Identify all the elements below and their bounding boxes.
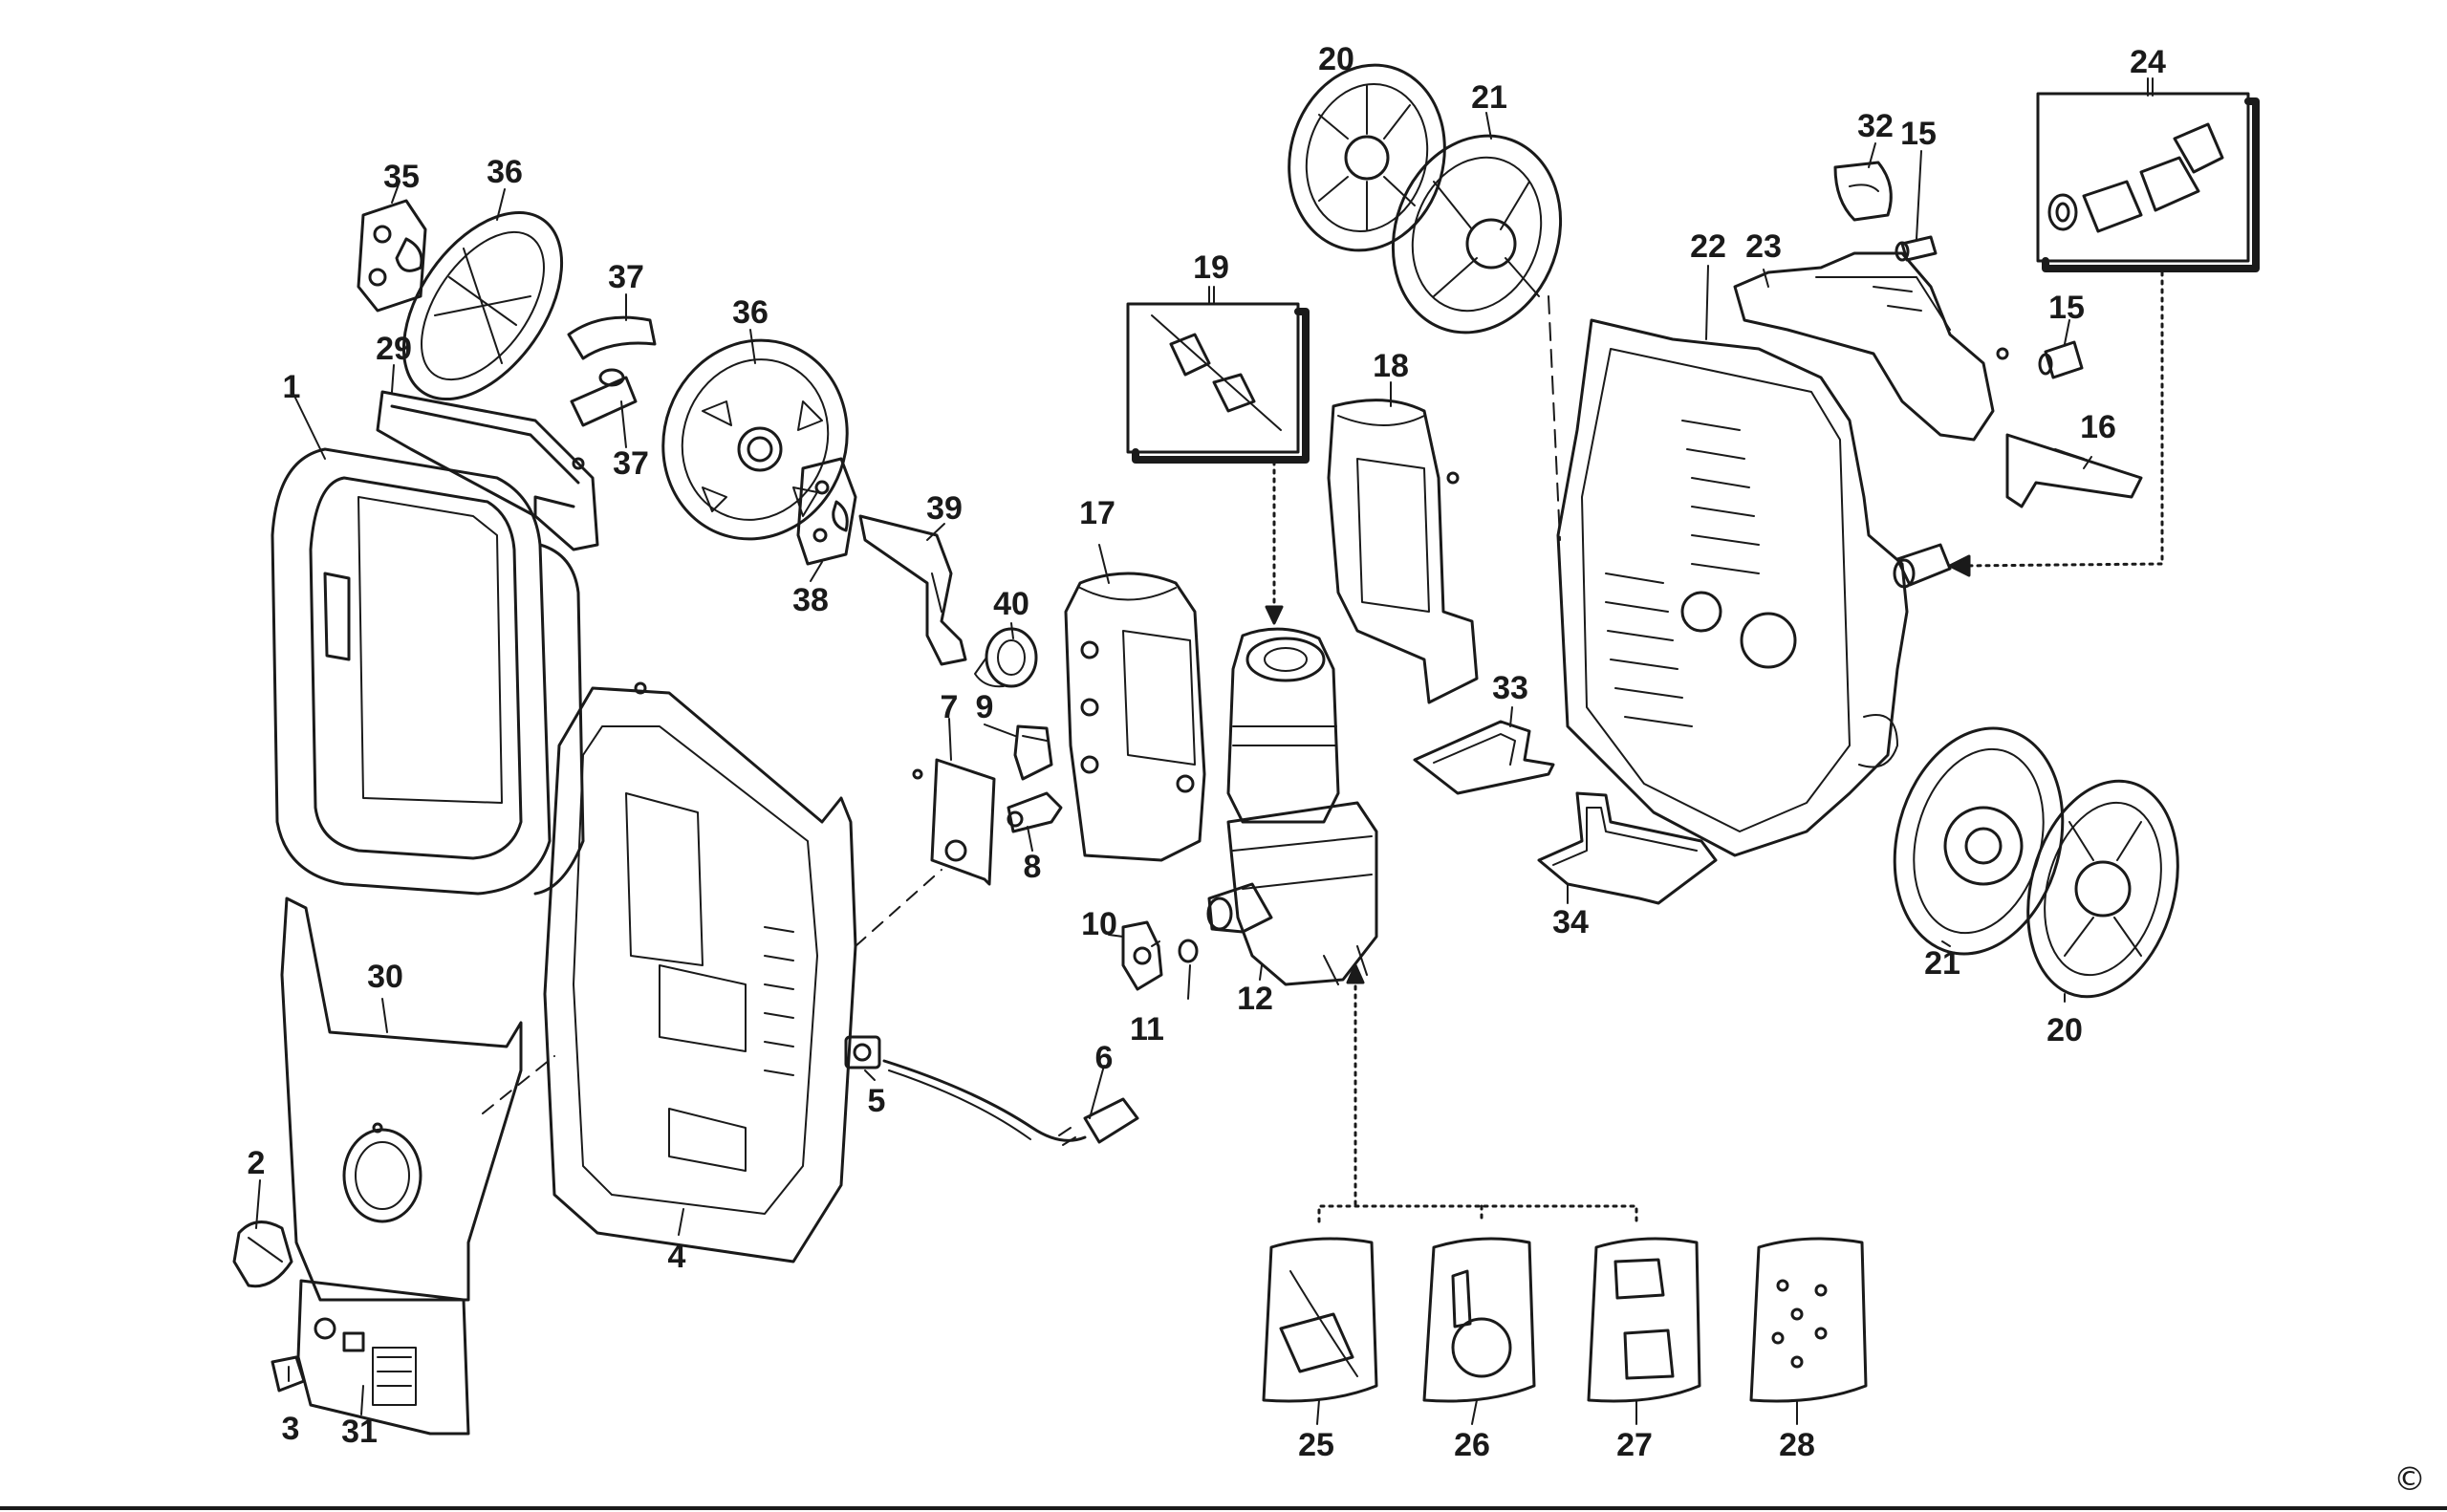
- part-17-motor-housing: [1064, 572, 1206, 862]
- label-part-39: 39: [926, 490, 963, 527]
- part-1-front-cover: [271, 447, 585, 896]
- label-part-26: 26: [1454, 1427, 1490, 1463]
- part-21-wheel-bottom: [1893, 726, 2065, 956]
- part-10-valve: [1121, 920, 1163, 991]
- part-9-switch-box: [1013, 724, 1053, 781]
- part-23-top-handle: [1733, 251, 2009, 442]
- label-part-19: 19: [1193, 249, 1229, 286]
- label-part-17: 17: [1079, 495, 1115, 531]
- part-36-reel-disc-a: [401, 210, 564, 401]
- part-32-hose-clip: [1833, 161, 1893, 222]
- label-part-4: 4: [667, 1239, 686, 1275]
- label-part-5: 5: [867, 1083, 886, 1119]
- label-part-10: 10: [1081, 906, 1117, 942]
- label-part-36b: 36: [732, 294, 769, 331]
- part-5-cord-holder: [844, 1035, 881, 1069]
- label-part-24: 24: [2130, 44, 2166, 80]
- part-28-kit-bag: [1749, 1237, 1868, 1403]
- label-part-25: 25: [1298, 1427, 1334, 1463]
- label-part-35: 35: [383, 159, 420, 195]
- part-4-main-frame: [543, 681, 857, 1264]
- part-16-strap: [2005, 433, 2143, 508]
- label-part-27: 27: [1616, 1427, 1653, 1463]
- label-part-15a: 15: [1900, 116, 1937, 152]
- label-part-37b: 37: [613, 445, 649, 482]
- part-24-quick-coupler-box: [2036, 92, 2260, 272]
- part-37-clip-a: [567, 315, 657, 360]
- part-40-knob: [974, 627, 1038, 688]
- label-part-21b: 21: [1924, 945, 1960, 982]
- label-part-21a: 21: [1471, 79, 1507, 116]
- label-part-37a: 37: [608, 259, 644, 295]
- part-29-handle: [376, 390, 599, 551]
- part-36-reel-disc-b: [661, 338, 849, 541]
- label-part-16: 16: [2080, 409, 2116, 445]
- part-2-knob: [232, 1220, 293, 1288]
- label-part-20a: 20: [1318, 41, 1354, 77]
- label-part-11: 11: [1130, 1011, 1164, 1048]
- part-22-rear-housing: [1556, 318, 1909, 857]
- part-25-kit-bag: [1262, 1237, 1378, 1403]
- inlet-connector: [1893, 543, 1952, 589]
- leader-lines: [255, 66, 2154, 1425]
- label-part-36a: 36: [487, 154, 523, 190]
- label-part-15b: 15: [2048, 290, 2085, 326]
- part-37-clip-b: [570, 368, 638, 427]
- part-11-o-ring: [1178, 939, 1199, 963]
- part-15-connector-a: [1895, 235, 1938, 262]
- label-part-3: 3: [281, 1411, 300, 1447]
- part-19-brush-kit-box: [1126, 302, 1310, 464]
- part-30-lower-front-cover: [280, 896, 523, 1302]
- part-27-kit-bag: [1587, 1237, 1701, 1403]
- label-part-28: 28: [1779, 1427, 1815, 1463]
- label-part-6: 6: [1094, 1040, 1114, 1076]
- label-part-12: 12: [1237, 981, 1273, 1017]
- part-6-power-cord: [882, 1059, 1139, 1146]
- label-part-40: 40: [993, 586, 1029, 622]
- part-39-crank-handle: [858, 514, 967, 666]
- label-part-8: 8: [1023, 849, 1042, 885]
- label-part-33: 33: [1492, 670, 1528, 706]
- part-15-connector-b: [2038, 340, 2084, 379]
- label-part-29: 29: [376, 331, 412, 367]
- part-12-pump-assembly: [1206, 801, 1378, 986]
- label-part-20b: 20: [2046, 1012, 2083, 1048]
- label-part-9: 9: [975, 689, 994, 725]
- label-part-32: 32: [1857, 108, 1894, 144]
- part-18-housing-half: [1327, 399, 1479, 704]
- part-34-gasket: [1537, 791, 1718, 905]
- part-7-circuit-board: [912, 758, 996, 886]
- motor-assembly: [1226, 627, 1340, 824]
- label-part-22: 22: [1690, 228, 1726, 265]
- label-part-18: 18: [1373, 348, 1409, 384]
- label-part-23: 23: [1745, 228, 1782, 265]
- part-26-kit-bag: [1422, 1237, 1536, 1403]
- label-part-7: 7: [940, 689, 959, 725]
- part-21-wheel-top: [1391, 134, 1563, 335]
- part-20-wheel-cover-bottom: [2026, 779, 2179, 999]
- label-part-38: 38: [792, 582, 829, 618]
- label-part-31: 31: [341, 1414, 378, 1450]
- copyright-symbol: ©: [2393, 1460, 2426, 1499]
- label-part-2: 2: [247, 1145, 266, 1181]
- part-38-bracket: [796, 457, 857, 566]
- label-part-1: 1: [282, 369, 301, 405]
- label-part-30: 30: [367, 959, 403, 995]
- part-8-switch-actuator: [1007, 791, 1063, 833]
- part-31-control-panel: [296, 1279, 470, 1436]
- part-33-gasket: [1413, 720, 1555, 795]
- part-35-bracket: [357, 199, 427, 313]
- label-part-34: 34: [1552, 904, 1589, 940]
